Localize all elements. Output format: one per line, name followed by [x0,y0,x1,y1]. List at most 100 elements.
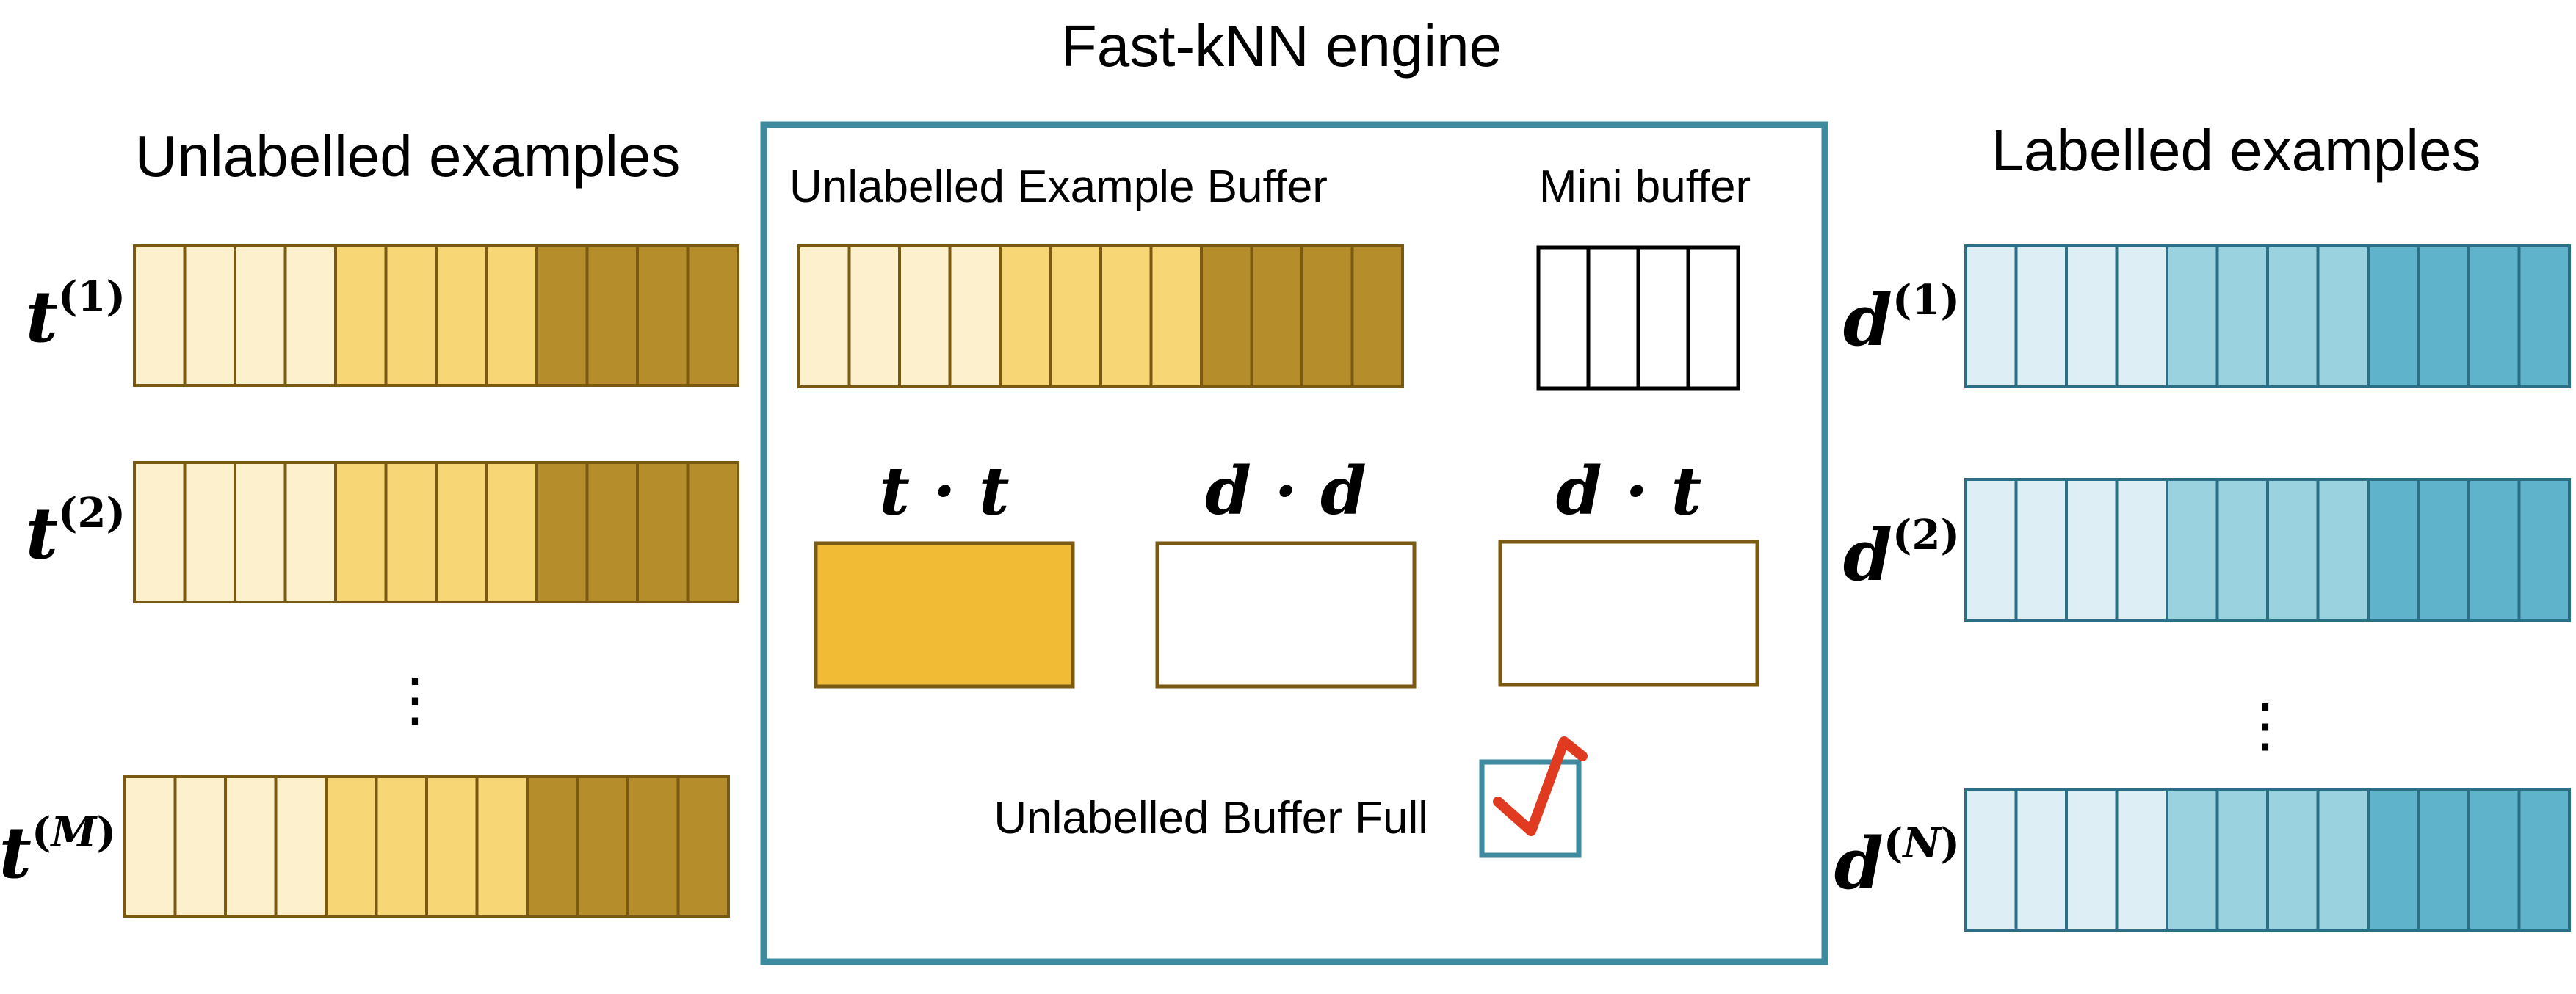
vector-cell [2166,244,2219,388]
labelled-ellipsis: ⋮ [2236,692,2295,758]
dot-product-box [1155,541,1417,689]
vector-cell [1250,244,1303,388]
labelled-examples-heading: Labelled examples [1991,117,2481,183]
vector-cell [2266,478,2320,622]
engine-box [760,121,1828,965]
buffer-full-checkbox[interactable] [1479,759,1582,858]
vector-cell [585,461,639,603]
unlabelled-vector-2 [133,461,739,603]
vector-cell [948,244,1002,388]
vector-cell [1300,244,1354,388]
dot-product-box [1498,540,1759,687]
vector-cell [133,244,187,387]
vector-cell [2215,244,2269,388]
vector-label: d(2) [1843,511,1960,597]
vector-cell [898,244,952,388]
vector-cell [2417,788,2470,932]
vector-cell [234,244,287,387]
vector-cell [2166,788,2219,932]
mini-buffer [1536,245,1740,391]
vector-cell [475,775,529,918]
vector-cell [1350,244,1404,388]
vector-cell [1200,244,1253,388]
vector-cell [2065,478,2119,622]
vector-cell [2266,788,2320,932]
vector-cell [1099,244,1153,388]
vector-cell [2367,478,2420,622]
vector-cell [435,461,488,603]
vector-cell [224,775,278,918]
vector-label: d(1) [1843,276,1960,362]
vector-cell [2215,478,2269,622]
dot-product-label: t · t [879,452,1009,530]
mini-buffer-label: Mini buffer [1539,162,1751,212]
vector-cell [283,461,337,603]
labelled-vectors [1964,244,2571,932]
vector-cell [123,775,177,918]
vector-cell [686,244,739,387]
vector-cell [2517,478,2571,622]
vector-cell [2316,478,2370,622]
vector-cell [2467,478,2521,622]
engine-buffer-cells [797,244,1404,388]
vector-cell [2417,244,2470,388]
vector-cell [2014,788,2068,932]
mini-buffer-cell [1686,245,1740,391]
vector-cell [133,461,187,603]
vector-cell [2014,244,2068,388]
vector-cell [375,775,428,918]
vector-cell [2215,788,2269,932]
vector-cell [384,244,438,387]
diagram-title: Fast-kNN engine [1061,13,1502,79]
labelled-vector-1 [1964,244,2571,388]
vector-cell [183,244,236,387]
vector-cell [283,244,337,387]
vector-cell [1964,478,2018,622]
vector-cell [2367,244,2420,388]
vector-cell [2115,244,2168,388]
vector-cell [183,461,236,603]
unlabelled-example-buffer-label: Unlabelled Example Buffer [789,162,1328,212]
vector-cell [636,461,690,603]
vector-cell [2417,478,2470,622]
vector-cell [2517,244,2571,388]
dot-product-label: d · d [1205,452,1367,530]
vector-cell [1964,244,2018,388]
mini-buffer-cell [1536,245,1591,391]
labelled-vector-3 [1964,788,2571,932]
vector-cell [1049,244,1102,388]
vector-label: t(1) [26,272,126,358]
unlabelled-example-buffer [797,244,1404,388]
vector-cell [2014,478,2068,622]
labelled-vector-labels: d(1)d(2)d(N) [1834,276,1960,905]
vector-cell [797,244,851,388]
unlabelled-vector-3 [123,775,730,918]
unlabelled-vectors [123,244,739,918]
vector-cell [334,461,388,603]
vector-cell [686,461,739,603]
vector-label: t(2) [26,489,126,575]
unlabelled-vector-1 [133,244,739,387]
vector-cell [1964,788,2018,932]
vector-cell [2316,788,2370,932]
unlabelled-examples-heading: Unlabelled examples [135,123,681,189]
vector-cell [425,775,479,918]
vector-cell [2467,244,2521,388]
vector-cell [485,461,538,603]
vector-cell [2316,244,2370,388]
vector-cell [585,244,639,387]
vector-cell [676,775,730,918]
vector-cell [2065,788,2119,932]
dot-product-box [814,541,1075,689]
vector-cell [485,244,538,387]
vector-cell [325,775,378,918]
vector-label: t(M) [0,808,116,894]
vector-cell [999,244,1052,388]
mini-buffer-cell [1636,245,1690,391]
vector-cell [576,775,629,918]
vector-cell [1149,244,1203,388]
unlabelled-vector-labels: t(1) t(2) t(M) [0,272,126,894]
vector-cell [234,461,287,603]
